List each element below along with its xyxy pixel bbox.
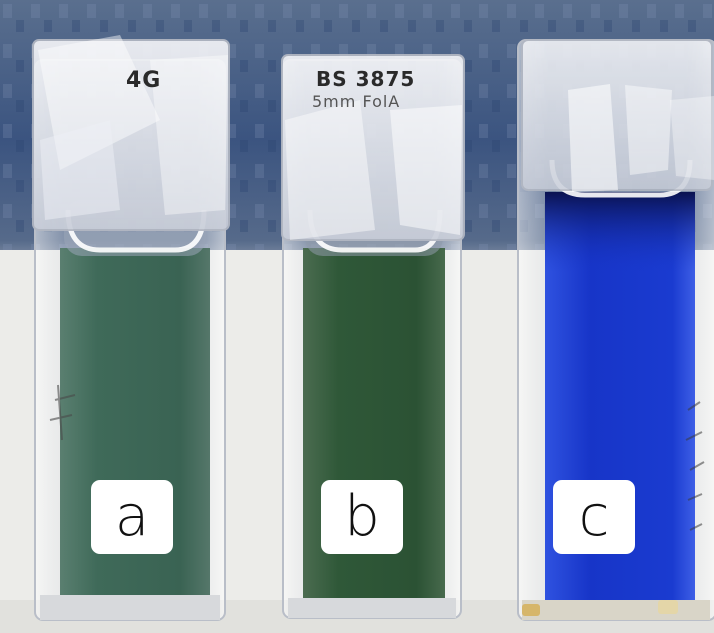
label-c: c — [553, 480, 635, 554]
cap-label-bs3875: BS 3875 — [316, 67, 416, 91]
cap-label-4g: 4G — [126, 68, 162, 93]
label-b: b — [321, 480, 403, 554]
cuvette-a — [32, 35, 230, 621]
cap-label-5mm: 5mm FolA — [312, 92, 401, 111]
cuvette-b — [281, 54, 465, 619]
label-a: a — [91, 480, 173, 554]
